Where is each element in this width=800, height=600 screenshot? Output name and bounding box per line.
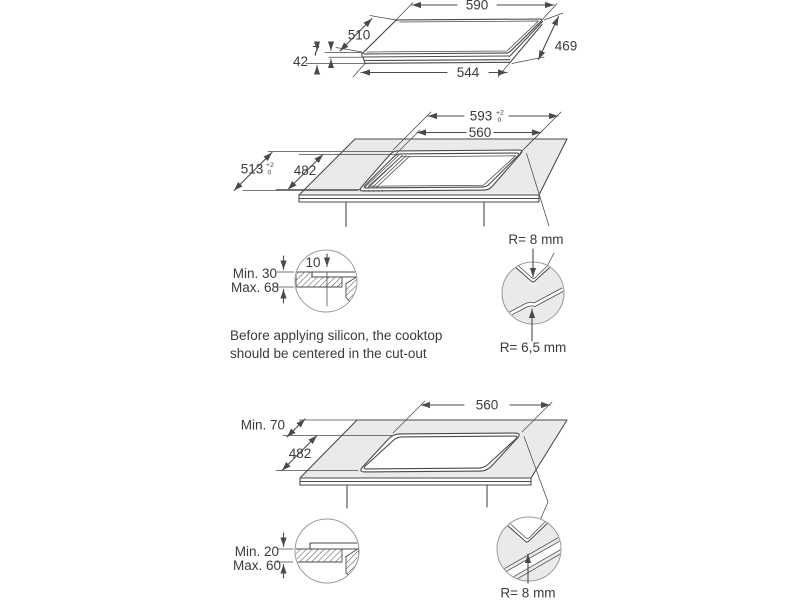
dimension-cutout-depth: 513 +2 0 [233, 151, 394, 192]
glass-section-bar [311, 271, 357, 278]
max-thickness-label: Max. 60 [233, 558, 281, 573]
cutout-corner-outer-line [503, 262, 563, 283]
dimension-bottom-width: 544 [352, 62, 511, 80]
cutout-corner-inner-line [499, 517, 555, 539]
dimension-line [286, 418, 306, 438]
min-70-label: Min. 70 [241, 418, 285, 433]
dimension-cutout-depth: 482 [275, 434, 359, 472]
dim-560-label: 560 [469, 125, 492, 140]
rebate-line-4 [508, 549, 561, 581]
dim-593-label: 593 [470, 109, 493, 124]
dim-544-label: 544 [457, 65, 480, 80]
dimension-rear-clearance: Min. 70 [241, 418, 394, 438]
dimension-line [339, 17, 373, 52]
flush-cutout-view: 593 +2 0 560 513 +2 0 482 [233, 109, 568, 271]
cooktop-glass-in-cutout [364, 154, 516, 188]
dimension-line [287, 153, 324, 191]
min-thickness-label: Min. 30 [233, 266, 277, 281]
worktop-front-face [299, 477, 532, 486]
dim-482-label: 482 [289, 446, 312, 461]
extension-lines [352, 62, 511, 78]
touch-control-dots [363, 189, 384, 192]
silicon-note: Before applying silicon, the cooktop sho… [230, 328, 442, 361]
glass-corner-inner-line [502, 291, 564, 320]
dimension-line [281, 434, 318, 472]
dimension-right-depth: 469 [511, 12, 578, 64]
rebate-line-3 [506, 546, 561, 581]
cutout-inner-edge [363, 152, 520, 189]
cutout-corner-inner-line [505, 262, 561, 279]
dimension-total-height: 42 [293, 41, 367, 75]
extension-lines [324, 52, 363, 58]
dimension-line [537, 15, 560, 61]
dim-510-label: 510 [348, 28, 371, 43]
worktop-front-face [298, 194, 540, 203]
extension-lines [242, 151, 394, 191]
cooktop-glass-top [362, 18, 543, 55]
cutout-inner-edge [363, 435, 518, 470]
cooktop-right-side-lines [508, 20, 544, 64]
dimension-worktop-thickness: Min. 20 Max. 60 [233, 532, 294, 579]
dim-513-label: 513 [241, 162, 264, 177]
dimension-recess-width: 10 [305, 253, 331, 270]
flush-edge-detail: 10 Min. 30 Max. 68 [231, 249, 358, 313]
dimension-glass-width: 560 [395, 125, 544, 155]
dim-590-label: 590 [466, 0, 489, 13]
cooktop-glass-inner-edge [366, 20, 539, 53]
dimension-glass-depth: 482 [275, 153, 397, 191]
glass-bevel-lines [364, 154, 410, 188]
dim-593-tol-lower: 0 [498, 117, 502, 124]
rebate-band [503, 539, 561, 581]
glass-corner-outer-line [502, 287, 563, 317]
rebate-line-1 [501, 535, 561, 571]
dim-10-label: 10 [305, 255, 320, 270]
dimension-left-depth: 510 [335, 15, 397, 53]
dim-482-label: 482 [294, 163, 317, 178]
dim-469-label: 469 [555, 39, 578, 54]
cutout-radius-label: R= 8 mm [500, 586, 555, 600]
cutout-radius-label: R= 8 mm [508, 232, 563, 247]
glass-section-bar [309, 542, 359, 550]
cooktop-left-edge-lines [361, 51, 366, 64]
rebate-line-2 [503, 538, 561, 574]
cooktop-base-mid-line [363, 59, 511, 62]
worktop-section-hatched [295, 548, 343, 563]
dim-560-label: 560 [476, 397, 499, 412]
dim-42-label: 42 [293, 54, 308, 69]
min-thickness-label: Min. 20 [235, 544, 279, 559]
product-isometric-view: 590 510 469 7 42 [293, 0, 577, 80]
dimension-worktop-thickness: Min. 30 Max. 68 [231, 255, 295, 304]
dimension-top-width: 590 [394, 0, 558, 22]
dimension-line [233, 151, 273, 192]
cooktop-body [361, 18, 544, 64]
detail-circle [496, 516, 562, 582]
surface-corner-detail: R= 8 mm [496, 516, 562, 600]
extension-ticks [276, 271, 295, 288]
dim-513-tol-lower: 0 [268, 170, 272, 177]
dimension-cutout-width: 560 [392, 397, 553, 434]
cutout-corner-outer-line [497, 517, 557, 543]
max-thickness-label: Max. 68 [231, 280, 279, 295]
note-line-2: should be centered in the cut-out [230, 346, 427, 361]
dim-513-tol-upper: +2 [266, 162, 274, 169]
surface-edge-detail: Min. 20 Max. 60 [233, 518, 360, 584]
dim-7-label: 7 [312, 44, 320, 59]
flush-corner-detail: R= 8 mm R= 6,5 mm [500, 232, 566, 355]
surface-cutout-view: 560 Min. 70 482 [241, 397, 568, 535]
extension-ticks [276, 548, 294, 563]
cooktop-glass-front-bottom [361, 55, 510, 58]
cooktop-base-bottom [364, 61, 511, 64]
glass-edge-inner-line [368, 155, 516, 187]
note-line-1: Before applying silicon, the cooktop [230, 328, 442, 343]
glass-radius-label: R= 6,5 mm [500, 340, 566, 355]
dim-593-tol-upper: +2 [496, 110, 504, 117]
